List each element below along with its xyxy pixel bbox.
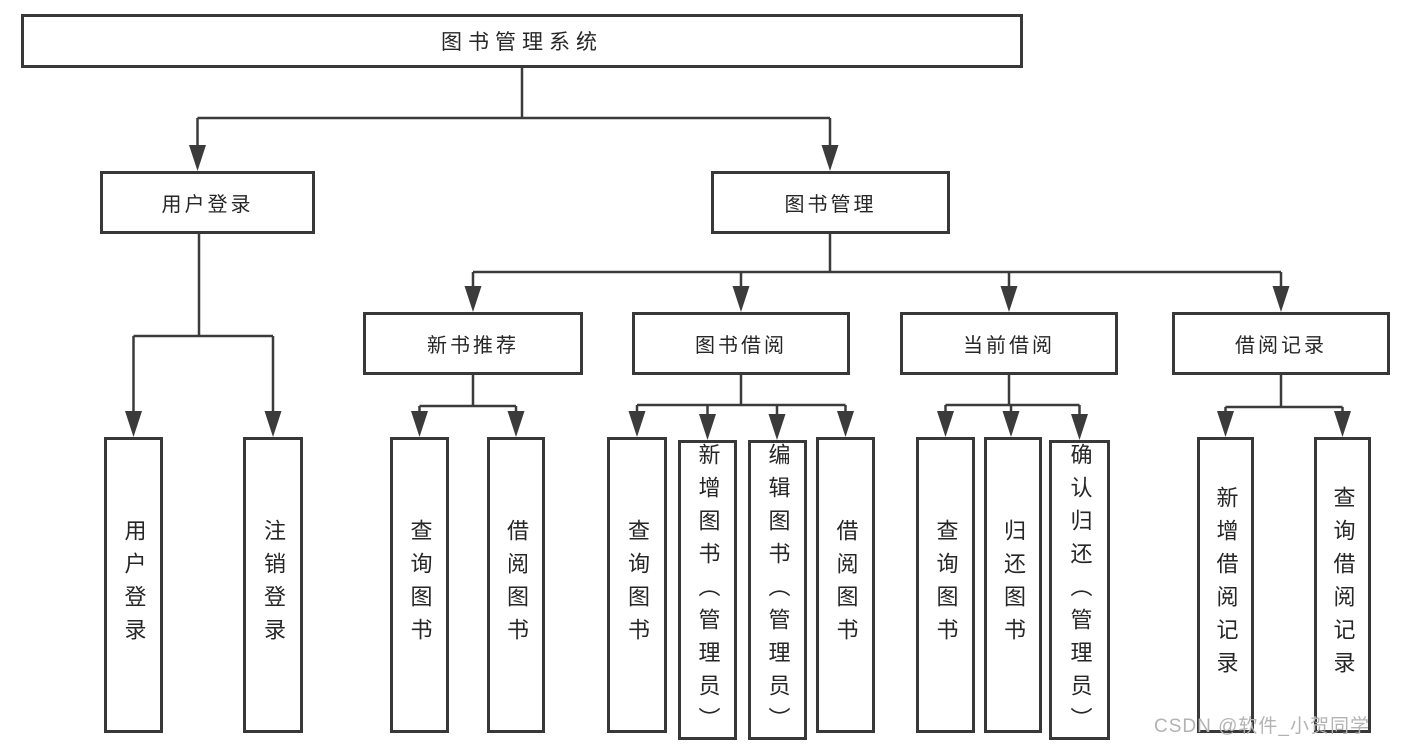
connector-current-borrow-to-leaves: [937, 375, 1088, 440]
leaf-confirm-return-admin: 确认归还（管理员）: [1049, 440, 1110, 740]
leaf-add-borrow-record: 新增借阅记录: [1197, 437, 1254, 733]
leaf-user-login: 用户登录: [104, 437, 163, 733]
connector-book-borrow-to-leaves: [628, 375, 854, 440]
connector-root-to-level2: [189, 68, 839, 171]
leaf-query-books-recommend: 查询图书: [390, 437, 449, 733]
leaf-borrow-books-recommend: 借阅图书: [487, 437, 545, 733]
leaf-query-books-borrow: 查询图书: [607, 437, 667, 733]
connector-book-management-to-level3: [464, 234, 1290, 312]
node-book-management: 图书管理: [711, 171, 950, 234]
leaf-edit-books-admin: 编辑图书（管理员）: [748, 440, 807, 740]
node-user-login: 用户登录: [100, 171, 315, 234]
leaf-borrow-books: 借阅图书: [816, 437, 875, 733]
node-root-library-system: 图书管理系统: [21, 14, 1023, 68]
leaf-add-books-admin: 新增图书（管理员）: [678, 440, 737, 740]
node-new-book-recommend: 新书推荐: [363, 312, 583, 375]
leaf-logout: 注销登录: [243, 437, 303, 733]
node-current-borrow: 当前借阅: [900, 312, 1118, 375]
csdn-watermark: CSDN @软件_小贺同学: [1154, 716, 1370, 737]
connector-user-login-to-leaves: [125, 234, 282, 437]
connector-new-book-to-leaves: [411, 375, 525, 437]
node-borrow-records: 借阅记录: [1172, 312, 1390, 375]
leaf-query-borrow-record: 查询借阅记录: [1314, 437, 1371, 733]
node-book-borrow: 图书借阅: [632, 312, 850, 375]
connector-borrow-records-to-leaves: [1217, 375, 1351, 437]
leaf-query-books-current: 查询图书: [916, 437, 975, 733]
leaf-return-books: 归还图书: [984, 437, 1042, 733]
